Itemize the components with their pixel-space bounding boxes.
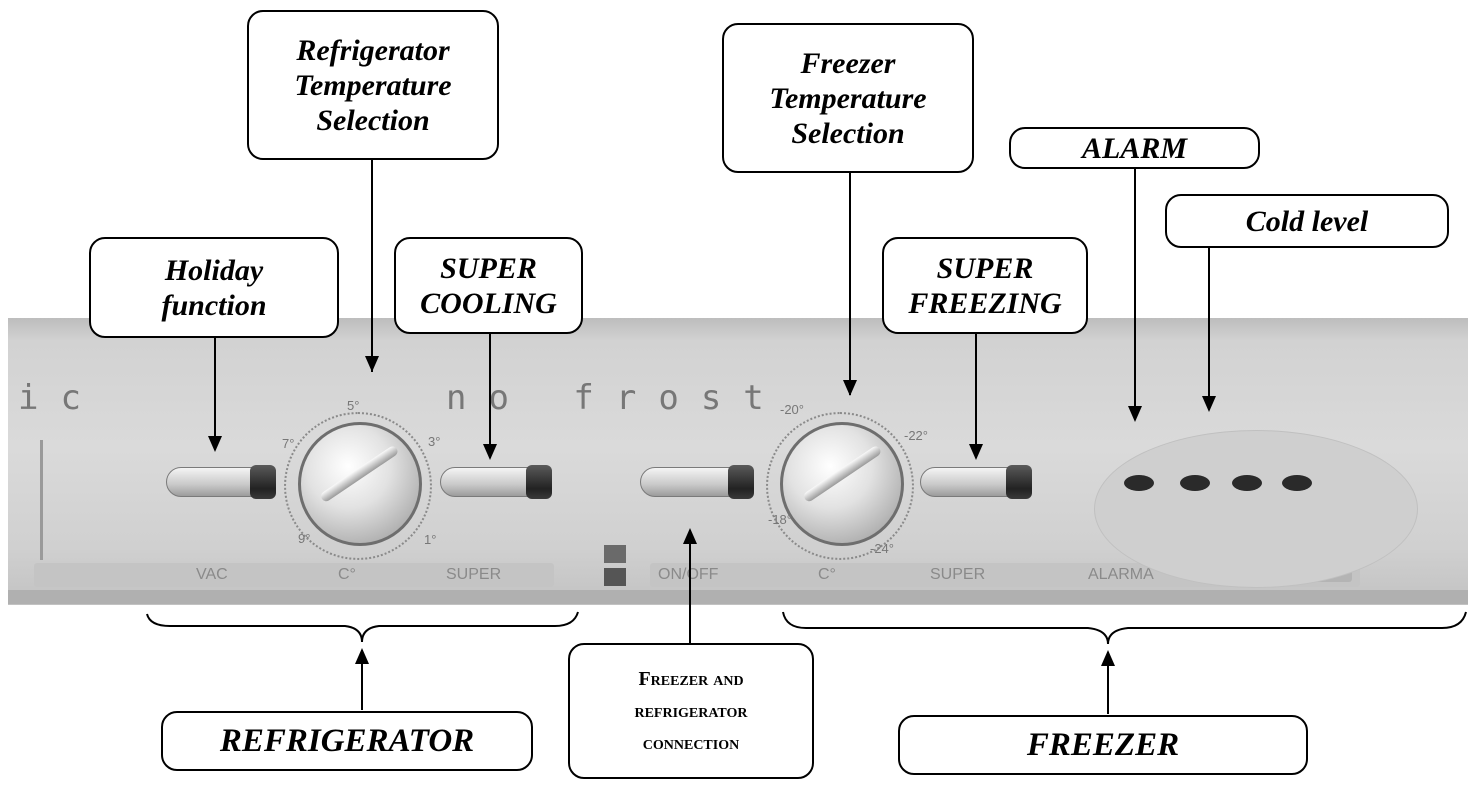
callout-line: Refrigerator: [296, 33, 450, 67]
callout-line: refrigerator: [634, 700, 748, 722]
fridge-tick: 9°: [298, 531, 311, 546]
holiday-button[interactable]: [166, 467, 266, 497]
brand-text-left: ic: [18, 378, 103, 418]
callout-line: Freezer: [800, 46, 896, 80]
callout-line: REFRIGERATOR: [219, 722, 475, 759]
refrigerator-label-band: [34, 563, 554, 587]
callout-freezer-refrigerator-connection: Freezer and refrigerator connection: [568, 643, 814, 779]
callout-line: Cold level: [1245, 204, 1369, 238]
brand-text: no frost: [446, 378, 786, 418]
callout-line: FREEZER: [1026, 726, 1180, 763]
super-cooling-indicator: [526, 465, 552, 499]
label-vac: VAC: [196, 566, 228, 583]
callout-freezer: FREEZER: [898, 715, 1308, 775]
arrowhead: [365, 356, 379, 372]
callout-line: Selection: [791, 116, 905, 150]
freezer-tick: -18°: [768, 512, 792, 527]
fridge-tick: 1°: [424, 532, 437, 547]
arrowhead: [1101, 650, 1115, 666]
arrowhead: [208, 436, 222, 452]
arrowhead: [355, 648, 369, 664]
arrowhead: [1128, 406, 1142, 422]
cold-level-light: [1180, 475, 1210, 491]
freezer-dial-scale: [766, 412, 914, 560]
arrowhead: [843, 380, 857, 396]
super-cooling-button[interactable]: [440, 467, 540, 497]
callout-line: Temperature: [294, 68, 452, 102]
callout-line: function: [161, 288, 267, 322]
freezer-brace: [782, 611, 1467, 645]
callout-super-cooling: SUPER COOLING: [394, 237, 583, 334]
indicator-area: [1094, 430, 1418, 588]
fridge-dial-scale: [284, 412, 432, 560]
callout-alarm: ALARM: [1009, 127, 1260, 169]
label-fridge-temp: C°: [338, 566, 356, 583]
fridge-tick: 3°: [428, 434, 441, 449]
callout-line: Temperature: [769, 81, 927, 115]
callout-line: SUPER: [440, 251, 537, 285]
callout-super-freezing: SUPER FREEZING: [882, 237, 1088, 334]
freezer-tick: -22°: [904, 428, 928, 443]
super-freezing-button[interactable]: [920, 467, 1020, 497]
panel-edge: [8, 590, 1468, 604]
freezer-temperature-knob[interactable]: [780, 422, 904, 546]
label-fridge-super: SUPER: [446, 566, 502, 583]
arrowhead: [683, 528, 697, 544]
arrowhead: [483, 444, 497, 460]
fridge-temperature-knob[interactable]: [298, 422, 422, 546]
callout-line: ALARM: [1081, 131, 1188, 165]
refrigerator-brace: [146, 611, 579, 643]
callout-cold-level: Cold level: [1165, 194, 1449, 248]
panel-divider: [40, 440, 43, 560]
super-freezing-indicator: [1006, 465, 1032, 499]
callout-line: SUPER: [936, 251, 1034, 285]
connection-button[interactable]: [640, 467, 740, 497]
cold-level-light: [1282, 475, 1312, 491]
callout-refrigerator: REFRIGERATOR: [161, 711, 533, 771]
indicator-light-bottom: [604, 568, 626, 586]
callout-line: FREEZING: [908, 286, 1062, 320]
arrowhead: [969, 444, 983, 460]
freezer-tick: -20°: [780, 402, 804, 417]
holiday-button-indicator: [250, 465, 276, 499]
label-freezer-super: SUPER: [930, 566, 986, 583]
label-alarma: ALARMA: [1088, 566, 1154, 583]
fridge-tick: 5°: [347, 398, 360, 413]
callout-line: Freezer and: [638, 668, 744, 690]
alarm-light: [1124, 475, 1154, 491]
callout-line: COOLING: [420, 286, 557, 320]
callout-line: Holiday: [164, 253, 264, 287]
callout-line: Selection: [316, 103, 430, 137]
callout-line: connection: [642, 732, 740, 754]
fridge-tick: 7°: [282, 436, 295, 451]
cold-level-light: [1232, 475, 1262, 491]
arrowhead: [1202, 396, 1216, 412]
callout-refrigerator-temperature-selection: Refrigerator Temperature Selection: [247, 10, 499, 160]
connection-indicator: [728, 465, 754, 499]
indicator-light-top: [604, 545, 626, 563]
label-freezer-temp: C°: [818, 566, 836, 583]
freezer-tick: -24°: [870, 541, 894, 556]
label-on-off: ON/OFF: [658, 566, 719, 583]
callout-freezer-temperature-selection: Freezer Temperature Selection: [722, 23, 974, 173]
callout-holiday-function: Holiday function: [89, 237, 339, 338]
